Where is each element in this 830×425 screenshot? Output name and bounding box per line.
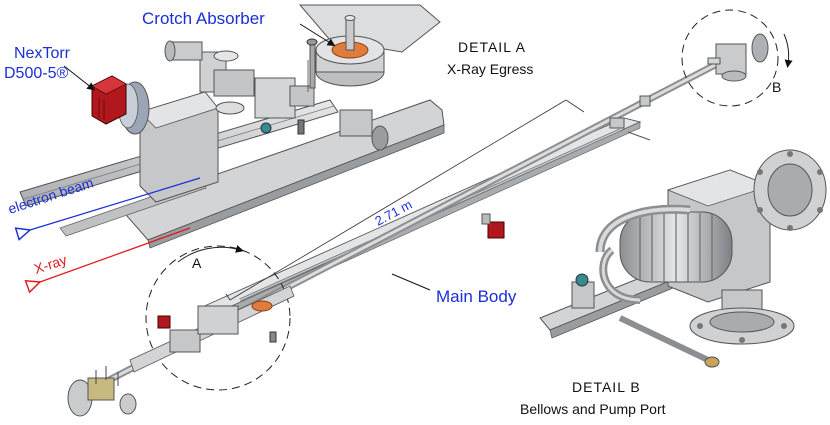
- main-body-view: [88, 48, 742, 394]
- detail-b-view: [539, 149, 827, 368]
- pump-port-flange-top: [753, 149, 827, 231]
- upstream-end-assembly: [67, 366, 137, 417]
- electron-beam-arrow: [14, 177, 201, 241]
- crotch-absorber-label: Crotch Absorber: [142, 9, 265, 28]
- nextorr-label-line1: NexTorr: [14, 45, 71, 62]
- nextorr-label-line2: D500-5®: [4, 65, 68, 82]
- main-body-leader: [391, 273, 431, 291]
- detail-a-subtitle: X-Ray Egress: [447, 61, 533, 77]
- nextorr-pump: [91, 75, 127, 125]
- crotch-absorber: [306, 15, 385, 89]
- crotch-absorber-leader: [299, 23, 336, 47]
- detail-a-circle: [145, 245, 291, 391]
- x-ray-arrow: [24, 227, 191, 294]
- pump-port-flange-bottom: [689, 289, 795, 345]
- main-body-pump: [481, 213, 505, 239]
- detail-b-marker: B: [772, 79, 781, 95]
- electron-beam-label: electron beam: [6, 174, 95, 217]
- detail-a-title: DETAIL A: [458, 39, 526, 55]
- detail-b-circle: [681, 9, 779, 107]
- length-dimension-line: [229, 99, 567, 301]
- detail-b-title: DETAIL B: [572, 379, 641, 395]
- valve-assembly: [164, 40, 389, 151]
- detail-b-subtitle: Bellows and Pump Port: [520, 401, 666, 417]
- bellows: [619, 211, 733, 283]
- nextorr-leader: [63, 65, 96, 91]
- detail-a-view: [14, 4, 445, 294]
- egress-components: [609, 95, 651, 141]
- detail-a-callout: [129, 245, 295, 391]
- main-body-label: Main Body: [436, 287, 517, 306]
- detail-a-marker: A: [192, 255, 202, 271]
- detail-b-callout: [681, 9, 793, 107]
